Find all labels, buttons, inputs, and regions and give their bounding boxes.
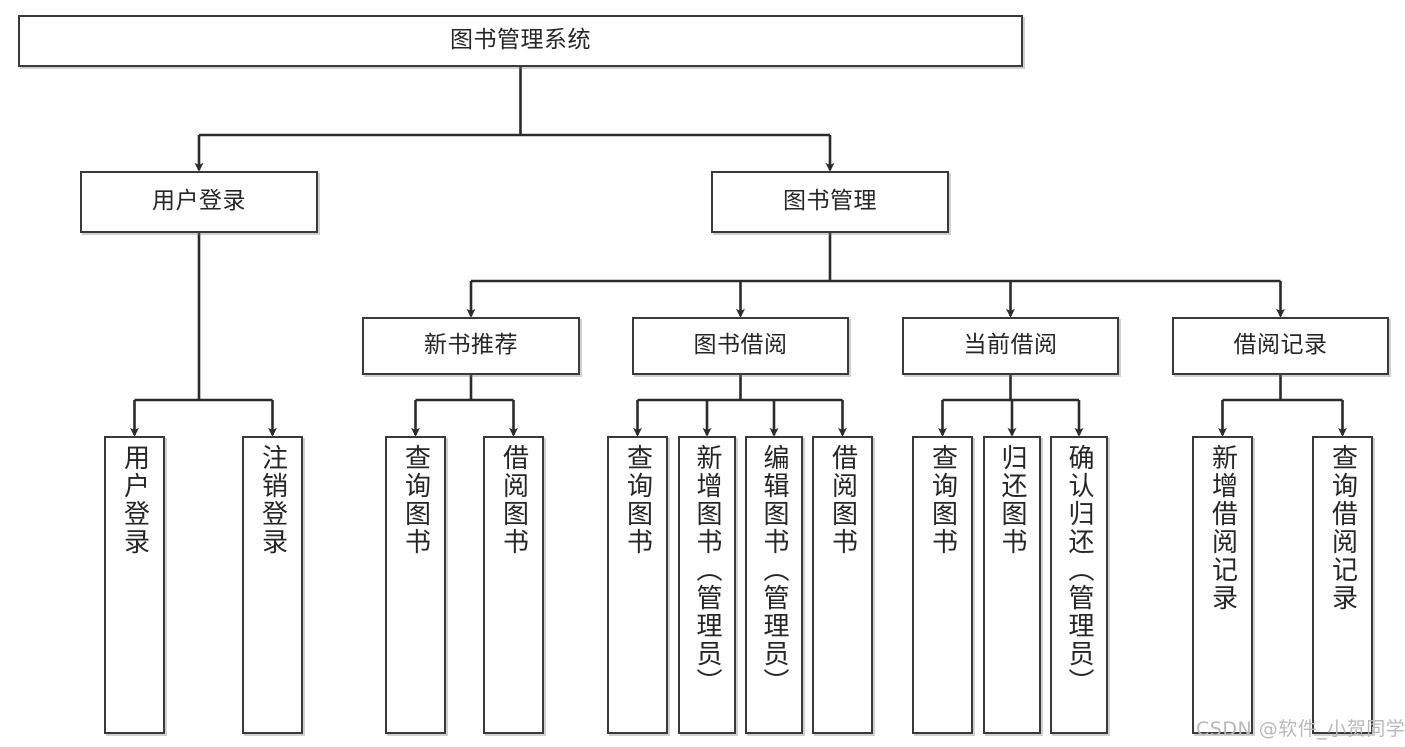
- node-label: 用户登录: [119, 444, 150, 556]
- node-leaf-query-record[interactable]: 查询借阅记录: [1312, 436, 1373, 734]
- node-leaf-logout[interactable]: 注销登录: [242, 436, 303, 734]
- node-leaf-query-book-1[interactable]: 查询图书: [385, 436, 446, 734]
- node-label: 借阅图书: [827, 444, 858, 556]
- node-label: 确认归还（管理员）: [1064, 444, 1094, 696]
- node-label: 编辑图书（管理员）: [759, 444, 789, 696]
- node-new-book-recommend[interactable]: 新书推荐: [362, 317, 580, 375]
- node-label: 新增图书（管理员）: [692, 444, 722, 696]
- node-leaf-add-book[interactable]: 新增图书（管理员）: [678, 436, 736, 734]
- node-user-login[interactable]: 用户登录: [80, 171, 318, 233]
- node-label: 图书借阅: [693, 332, 788, 359]
- node-label: 注销登录: [257, 444, 288, 556]
- node-leaf-confirm-return[interactable]: 确认归还（管理员）: [1050, 436, 1108, 734]
- node-label: 借阅图书: [498, 444, 529, 556]
- node-borrow-record[interactable]: 借阅记录: [1172, 317, 1389, 375]
- node-label: 查询图书: [927, 444, 958, 556]
- node-label: 图书管理: [783, 188, 877, 215]
- csdn-watermark: CSDN @软件_小贺同学: [1196, 718, 1405, 740]
- node-leaf-edit-book[interactable]: 编辑图书（管理员）: [745, 436, 803, 734]
- node-label: 查询图书: [622, 444, 653, 556]
- node-label: 归还图书: [997, 444, 1027, 556]
- node-label: 当前借阅: [963, 332, 1058, 359]
- node-current-borrow[interactable]: 当前借阅: [902, 317, 1119, 375]
- node-leaf-add-record[interactable]: 新增借阅记录: [1192, 436, 1253, 734]
- node-root[interactable]: 图书管理系统: [18, 15, 1023, 67]
- node-leaf-borrow-book-2[interactable]: 借阅图书: [812, 436, 873, 734]
- node-label: 用户登录: [152, 188, 246, 215]
- node-leaf-borrow-book-1[interactable]: 借阅图书: [483, 436, 544, 734]
- node-label: 借阅记录: [1233, 332, 1328, 359]
- node-leaf-return-book[interactable]: 归还图书: [983, 436, 1041, 734]
- node-label: 新增借阅记录: [1207, 444, 1238, 612]
- node-book-manage[interactable]: 图书管理: [711, 171, 949, 233]
- node-leaf-query-book-2[interactable]: 查询图书: [607, 436, 668, 734]
- node-label: 查询借阅记录: [1327, 444, 1358, 612]
- node-leaf-query-book-3[interactable]: 查询图书: [912, 436, 973, 734]
- node-label: 图书管理系统: [450, 27, 591, 54]
- node-book-borrow[interactable]: 图书借阅: [632, 317, 849, 375]
- node-leaf-user-login[interactable]: 用户登录: [104, 436, 165, 734]
- node-label: 查询图书: [400, 444, 431, 556]
- node-label: 新书推荐: [424, 332, 518, 359]
